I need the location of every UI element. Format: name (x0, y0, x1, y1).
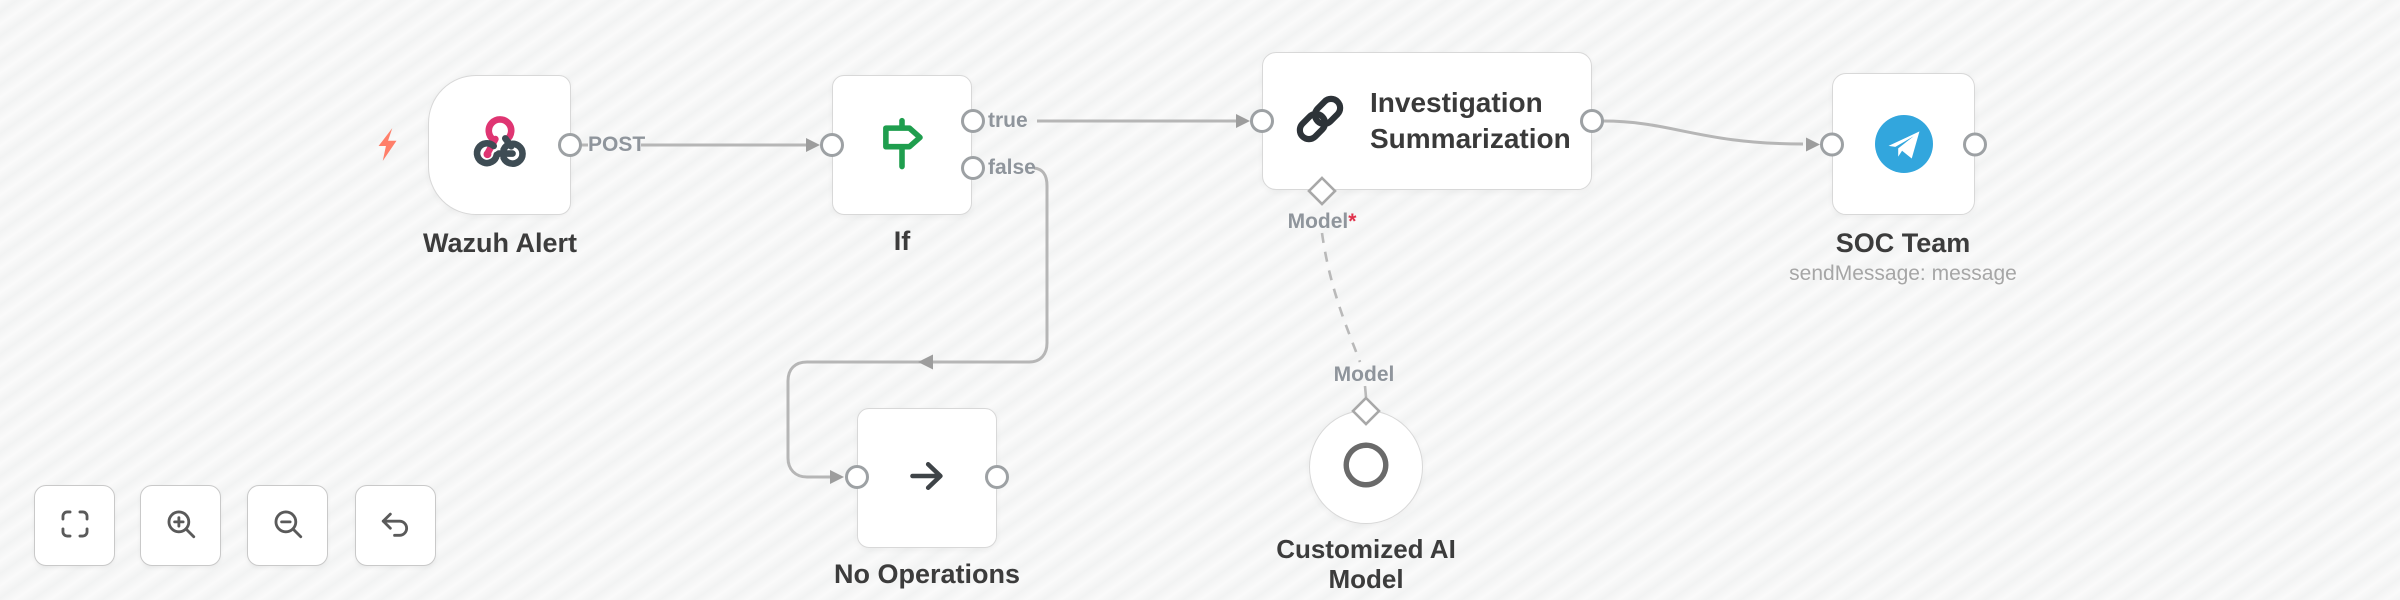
node-label-if: If (893, 226, 911, 256)
arrowhead-soc-input (1806, 137, 1820, 152)
node-customized-ai-model[interactable] (1309, 410, 1423, 524)
undo-icon (379, 507, 413, 544)
port-label-true: true (988, 109, 1028, 132)
port-label-post: POST (588, 133, 646, 156)
zoom-out-icon (271, 507, 305, 544)
node-label-customized-ai-model: Customized AI Model (1276, 534, 1456, 594)
connection-ai-model-to-investigation[interactable] (1320, 232, 1362, 363)
webhook-icon (467, 110, 533, 181)
node-label-wazuh-alert: Wazuh Alert (423, 228, 577, 258)
arrowhead-if-input (806, 138, 820, 152)
signpost-icon (871, 112, 933, 179)
arrowhead-noop-input (830, 470, 844, 484)
undo-button[interactable] (355, 485, 436, 566)
node-subtitle-soc-team: sendMessage: message (1789, 262, 2017, 285)
zoom-in-button[interactable] (140, 485, 221, 566)
telegram-icon (1874, 115, 1933, 173)
connection-ai-model-stem (1363, 385, 1368, 398)
link-icon (1292, 91, 1348, 152)
node-wazuh-alert[interactable] (428, 75, 571, 215)
zoom-to-fit-icon (58, 507, 92, 544)
arrowhead-false-midline (918, 354, 933, 370)
node-investigation-summarization[interactable]: Investigation Summarization (1262, 52, 1592, 190)
node-label-soc-team: SOC Team (1835, 228, 1971, 258)
zoom-out-button[interactable] (247, 485, 328, 566)
arrowhead-investigation-input (1236, 114, 1250, 128)
zoom-in-icon (164, 507, 198, 544)
port-label-false: false (988, 156, 1036, 179)
node-if[interactable] (832, 75, 972, 215)
zoom-to-fit-button[interactable] (34, 485, 115, 566)
connection-investigation-to-soc[interactable] (1602, 119, 1804, 146)
openai-icon (1339, 438, 1393, 497)
node-title-investigation-summarization: Investigation Summarization (1370, 87, 1571, 154)
node-label-no-operations: No Operations (833, 559, 1021, 589)
arrow-right-icon (899, 448, 955, 509)
port-label-model: Model (1333, 363, 1395, 386)
node-no-operations[interactable] (857, 408, 997, 548)
lightning-icon (372, 126, 402, 169)
node-soc-team[interactable] (1832, 73, 1975, 215)
port-label-model-required: Model* (1287, 210, 1357, 233)
